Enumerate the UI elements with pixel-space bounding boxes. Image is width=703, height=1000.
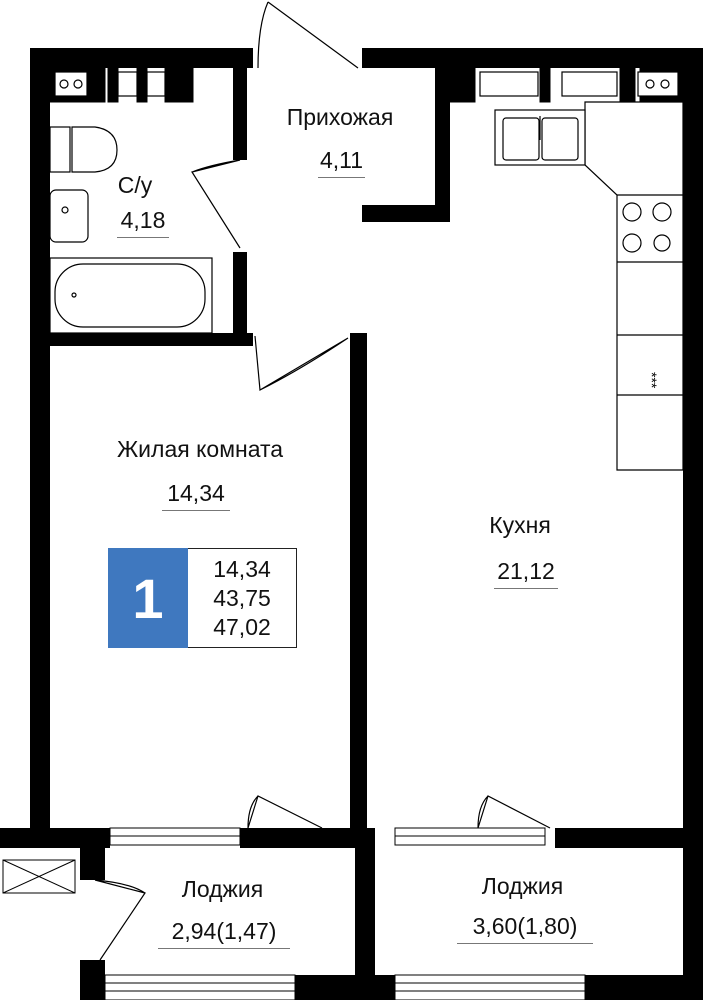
kitchen-fixtures: ***: [494, 101, 684, 471]
doors: [94, 1, 551, 961]
room-area-bathroom: 4,18: [117, 207, 169, 238]
room-name-kitchen: Кухня: [489, 512, 551, 538]
room-name-living-room: Жилая комната: [116, 436, 284, 462]
windows: [104, 827, 586, 1000]
room-area-loggia-right: 3,60(1,80): [457, 913, 593, 944]
bathroom-fixtures: [49, 126, 213, 334]
room-name-loggia-left: Лоджия: [181, 876, 264, 902]
svg-text:***: ***: [644, 372, 660, 389]
apartment-summary: 1 14,34 43,75 47,02: [108, 548, 297, 648]
room-count-badge: 1: [108, 548, 188, 648]
living-area-value: 14,34: [213, 555, 271, 582]
room-area-hallway: 4,11: [318, 147, 365, 178]
vent-box: [2, 859, 76, 894]
room-area-living-room: 14,34: [162, 480, 230, 511]
room-name-loggia-right: Лоджия: [481, 873, 564, 899]
room-name-hallway: Прихожая: [286, 104, 394, 130]
room-area-kitchen: 21,12: [494, 558, 558, 589]
outlets: [54, 71, 679, 97]
room-name-bathroom: С/у: [117, 172, 153, 198]
total-with-loggia-value: 47,02: [213, 613, 271, 640]
total-area-value: 43,75: [213, 584, 271, 611]
walls: [0, 48, 703, 1000]
room-area-loggia-left: 2,94(1,47): [158, 918, 290, 949]
